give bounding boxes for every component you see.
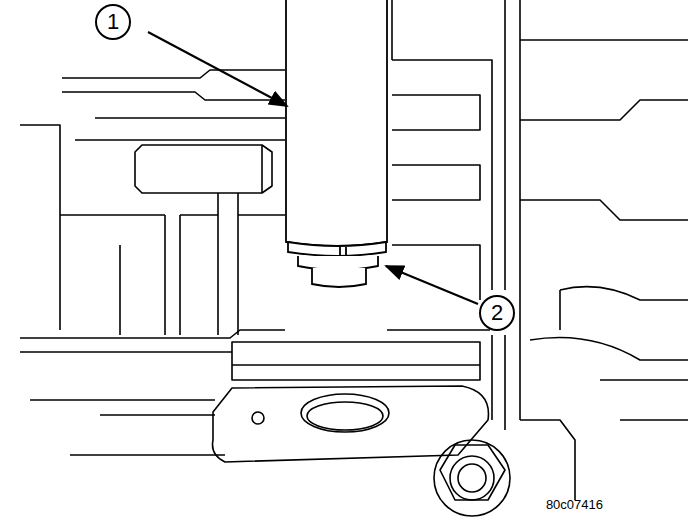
callout-circle: 1: [95, 4, 131, 40]
callout-circle: 2: [479, 295, 515, 331]
installer-tool: [286, 0, 387, 287]
transmission-case: [20, 0, 688, 516]
callout-number: 2: [491, 302, 503, 324]
callout-number: 1: [107, 11, 119, 33]
figure-number: 80c07416: [546, 497, 603, 512]
leader-lines: [148, 32, 478, 304]
